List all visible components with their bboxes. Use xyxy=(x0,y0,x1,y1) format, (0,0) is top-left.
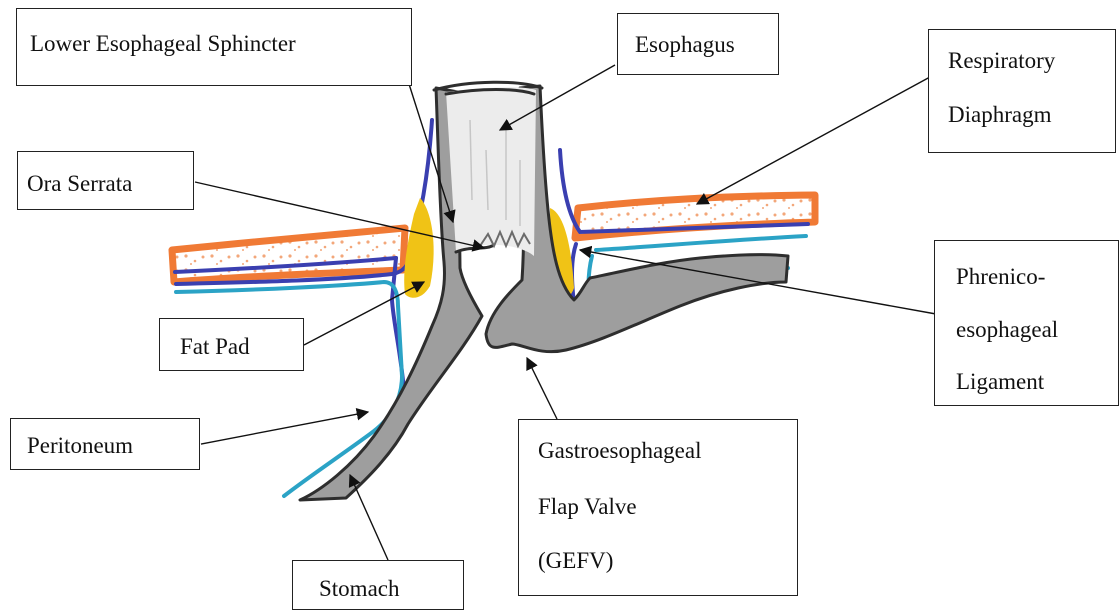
label-lower-esophageal-sphincter: Lower Esophageal Sphincter xyxy=(16,8,412,86)
label-text-line3: (GEFV) xyxy=(538,549,613,572)
arrow-peritoneum xyxy=(201,412,368,444)
label-text-line3: Ligament xyxy=(956,370,1044,393)
label-esophagus: Esophagus xyxy=(617,13,779,75)
label-text-line1: Gastroesophageal xyxy=(538,439,702,462)
label-text: Lower Esophageal Sphincter xyxy=(30,32,296,55)
label-text: Peritoneum xyxy=(27,434,133,457)
arrow-stomach xyxy=(350,475,388,560)
label-text: Stomach xyxy=(319,577,400,600)
label-peritoneum: Peritoneum xyxy=(10,418,200,470)
label-text: Ora Serrata xyxy=(27,172,132,195)
label-fat-pad: Fat Pad xyxy=(159,318,304,371)
label-gastroesophageal-flap-valve: Gastroesophageal Flap Valve (GEFV) xyxy=(518,419,798,596)
label-text-line2: esophageal xyxy=(956,318,1058,341)
label-ora-serrata: Ora Serrata xyxy=(17,151,194,210)
label-text-line1: Phrenico- xyxy=(956,265,1045,288)
arrow-gefv xyxy=(527,358,557,419)
label-text-line1: Respiratory xyxy=(948,49,1055,72)
label-text-line2: Flap Valve xyxy=(538,495,637,518)
arrow-respiratory-diaphragm xyxy=(697,77,930,204)
label-respiratory-diaphragm: Respiratory Diaphragm xyxy=(928,29,1116,153)
label-phrenicoesophageal-ligament: Phrenico- esophageal Ligament xyxy=(934,240,1119,406)
label-text: Fat Pad xyxy=(180,335,250,358)
respiratory-diaphragm-left xyxy=(172,228,405,282)
arrow-fat-pad xyxy=(304,282,424,345)
label-text-line2: Diaphragm xyxy=(948,103,1051,126)
label-stomach: Stomach xyxy=(292,560,464,610)
label-text: Esophagus xyxy=(635,33,735,56)
